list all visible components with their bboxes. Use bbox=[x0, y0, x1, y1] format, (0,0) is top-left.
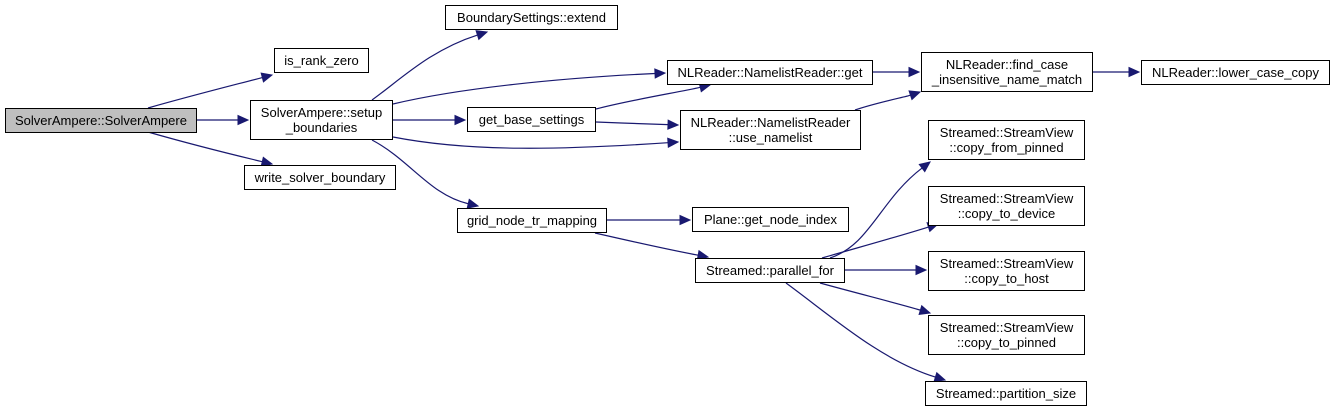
edge-parallel_for-to-partition_size bbox=[785, 282, 936, 378]
arrowhead-icon bbox=[237, 114, 250, 126]
edge-parallel_for-to-copy_to_device bbox=[821, 226, 929, 259]
node-label: Streamed::partition_size bbox=[935, 386, 1077, 401]
graph-node-get-node-index[interactable]: Plane::get_node_index bbox=[692, 207, 849, 232]
node-label: NLReader::lower_case_copy bbox=[1152, 65, 1319, 80]
node-label: _boundaries bbox=[285, 120, 358, 135]
arrowhead-icon bbox=[933, 371, 947, 382]
node-label: BoundarySettings::extend bbox=[457, 10, 606, 25]
arrowhead-icon bbox=[918, 304, 932, 316]
node-label: Streamed::StreamView bbox=[939, 320, 1074, 335]
edge-get_base_settings-to-use_namelist bbox=[595, 121, 669, 126]
node-label: Streamed::parallel_for bbox=[706, 263, 834, 278]
arrowhead-icon bbox=[908, 90, 922, 101]
graph-node-find-case[interactable]: NLReader::find_case_insensitive_name_mat… bbox=[921, 52, 1093, 92]
node-label: ::copy_to_pinned bbox=[956, 335, 1057, 350]
node-label: Streamed::StreamView bbox=[939, 256, 1074, 271]
graph-node-use-namelist[interactable]: NLReader::NamelistReader::use_namelist bbox=[680, 110, 861, 150]
edge-setup_boundaries-to-namelist_get bbox=[392, 72, 656, 105]
node-label: ::use_namelist bbox=[728, 130, 813, 145]
node-label: ::copy_to_host bbox=[964, 271, 1049, 286]
arrowhead-icon bbox=[1128, 66, 1141, 78]
node-label: NLReader::find_case bbox=[945, 57, 1069, 72]
node-label: SolverAmpere::setup bbox=[260, 105, 383, 120]
node-label: write_solver_boundary bbox=[254, 170, 386, 185]
arrowhead-icon bbox=[475, 30, 489, 41]
node-label: grid_node_tr_mapping bbox=[466, 213, 598, 228]
edges-layer bbox=[147, 30, 1141, 382]
arrowhead-icon bbox=[915, 264, 928, 276]
edge-solver_ampere-to-write_solver_boundary bbox=[147, 131, 263, 163]
graph-node-grid-node-tr-mapping[interactable]: grid_node_tr_mapping bbox=[457, 208, 607, 233]
node-label: SolverAmpere::SolverAmpere bbox=[15, 113, 187, 128]
arrowhead-icon bbox=[667, 137, 680, 148]
edge-get_base_settings-to-namelist_get bbox=[595, 86, 701, 110]
edge-setup_boundaries-to-grid_node_tr_mapping bbox=[371, 139, 469, 205]
arrowhead-icon bbox=[667, 119, 680, 130]
graph-node-partition-size[interactable]: Streamed::partition_size bbox=[925, 381, 1087, 406]
graph-node-is-rank-zero[interactable]: is_rank_zero bbox=[274, 48, 369, 73]
graph-node-copy-to-host[interactable]: Streamed::StreamView::copy_to_host bbox=[928, 251, 1085, 291]
graph-node-parallel-for[interactable]: Streamed::parallel_for bbox=[695, 258, 845, 283]
graph-node-solver-ampere: SolverAmpere::SolverAmpere bbox=[5, 108, 197, 133]
graph-node-namelist-get[interactable]: NLReader::NamelistReader::get bbox=[667, 60, 873, 85]
edge-setup_boundaries-to-use_namelist bbox=[392, 136, 669, 149]
edge-setup_boundaries-to-boundary_extend bbox=[371, 34, 478, 101]
graph-node-write-solver-boundary[interactable]: write_solver_boundary bbox=[244, 165, 396, 190]
arrowhead-icon bbox=[679, 214, 692, 226]
arrowhead-icon bbox=[454, 114, 467, 126]
graph-node-lower-case-copy[interactable]: NLReader::lower_case_copy bbox=[1141, 60, 1330, 85]
node-label: Streamed::StreamView bbox=[939, 191, 1074, 206]
graph-node-get-base-settings[interactable]: get_base_settings bbox=[467, 107, 596, 132]
graph-node-setup-boundaries[interactable]: SolverAmpere::setup_boundaries bbox=[250, 100, 393, 140]
arrowhead-icon bbox=[908, 66, 921, 78]
node-label: NLReader::NamelistReader bbox=[690, 115, 851, 130]
graph-node-copy-from-pinned[interactable]: Streamed::StreamView::copy_from_pinned bbox=[928, 120, 1085, 160]
edge-use_namelist-to-find_case bbox=[854, 94, 911, 111]
arrowhead-icon bbox=[918, 161, 931, 173]
edge-grid_node_tr_mapping-to-parallel_for bbox=[594, 232, 699, 256]
arrowhead-icon bbox=[466, 198, 480, 209]
graph-node-copy-to-pinned[interactable]: Streamed::StreamView::copy_to_pinned bbox=[928, 315, 1085, 355]
node-label: _insensitive_name_match bbox=[931, 72, 1083, 87]
node-label: ::copy_to_device bbox=[957, 206, 1056, 221]
node-label: Plane::get_node_index bbox=[703, 212, 837, 227]
node-label: get_base_settings bbox=[478, 112, 585, 127]
edge-solver_ampere-to-is_rank_zero bbox=[147, 76, 263, 109]
graph-node-copy-to-device[interactable]: Streamed::StreamView::copy_to_device bbox=[928, 186, 1085, 226]
arrowhead-icon bbox=[654, 68, 667, 79]
node-label: ::copy_from_pinned bbox=[949, 140, 1064, 155]
graph-node-boundary-extend[interactable]: BoundarySettings::extend bbox=[445, 5, 618, 30]
node-label: Streamed::StreamView bbox=[939, 125, 1074, 140]
arrowhead-icon bbox=[260, 72, 274, 83]
node-label: is_rank_zero bbox=[284, 53, 359, 68]
edge-parallel_for-to-copy_to_pinned bbox=[819, 282, 921, 311]
node-label: NLReader::NamelistReader::get bbox=[677, 65, 863, 80]
